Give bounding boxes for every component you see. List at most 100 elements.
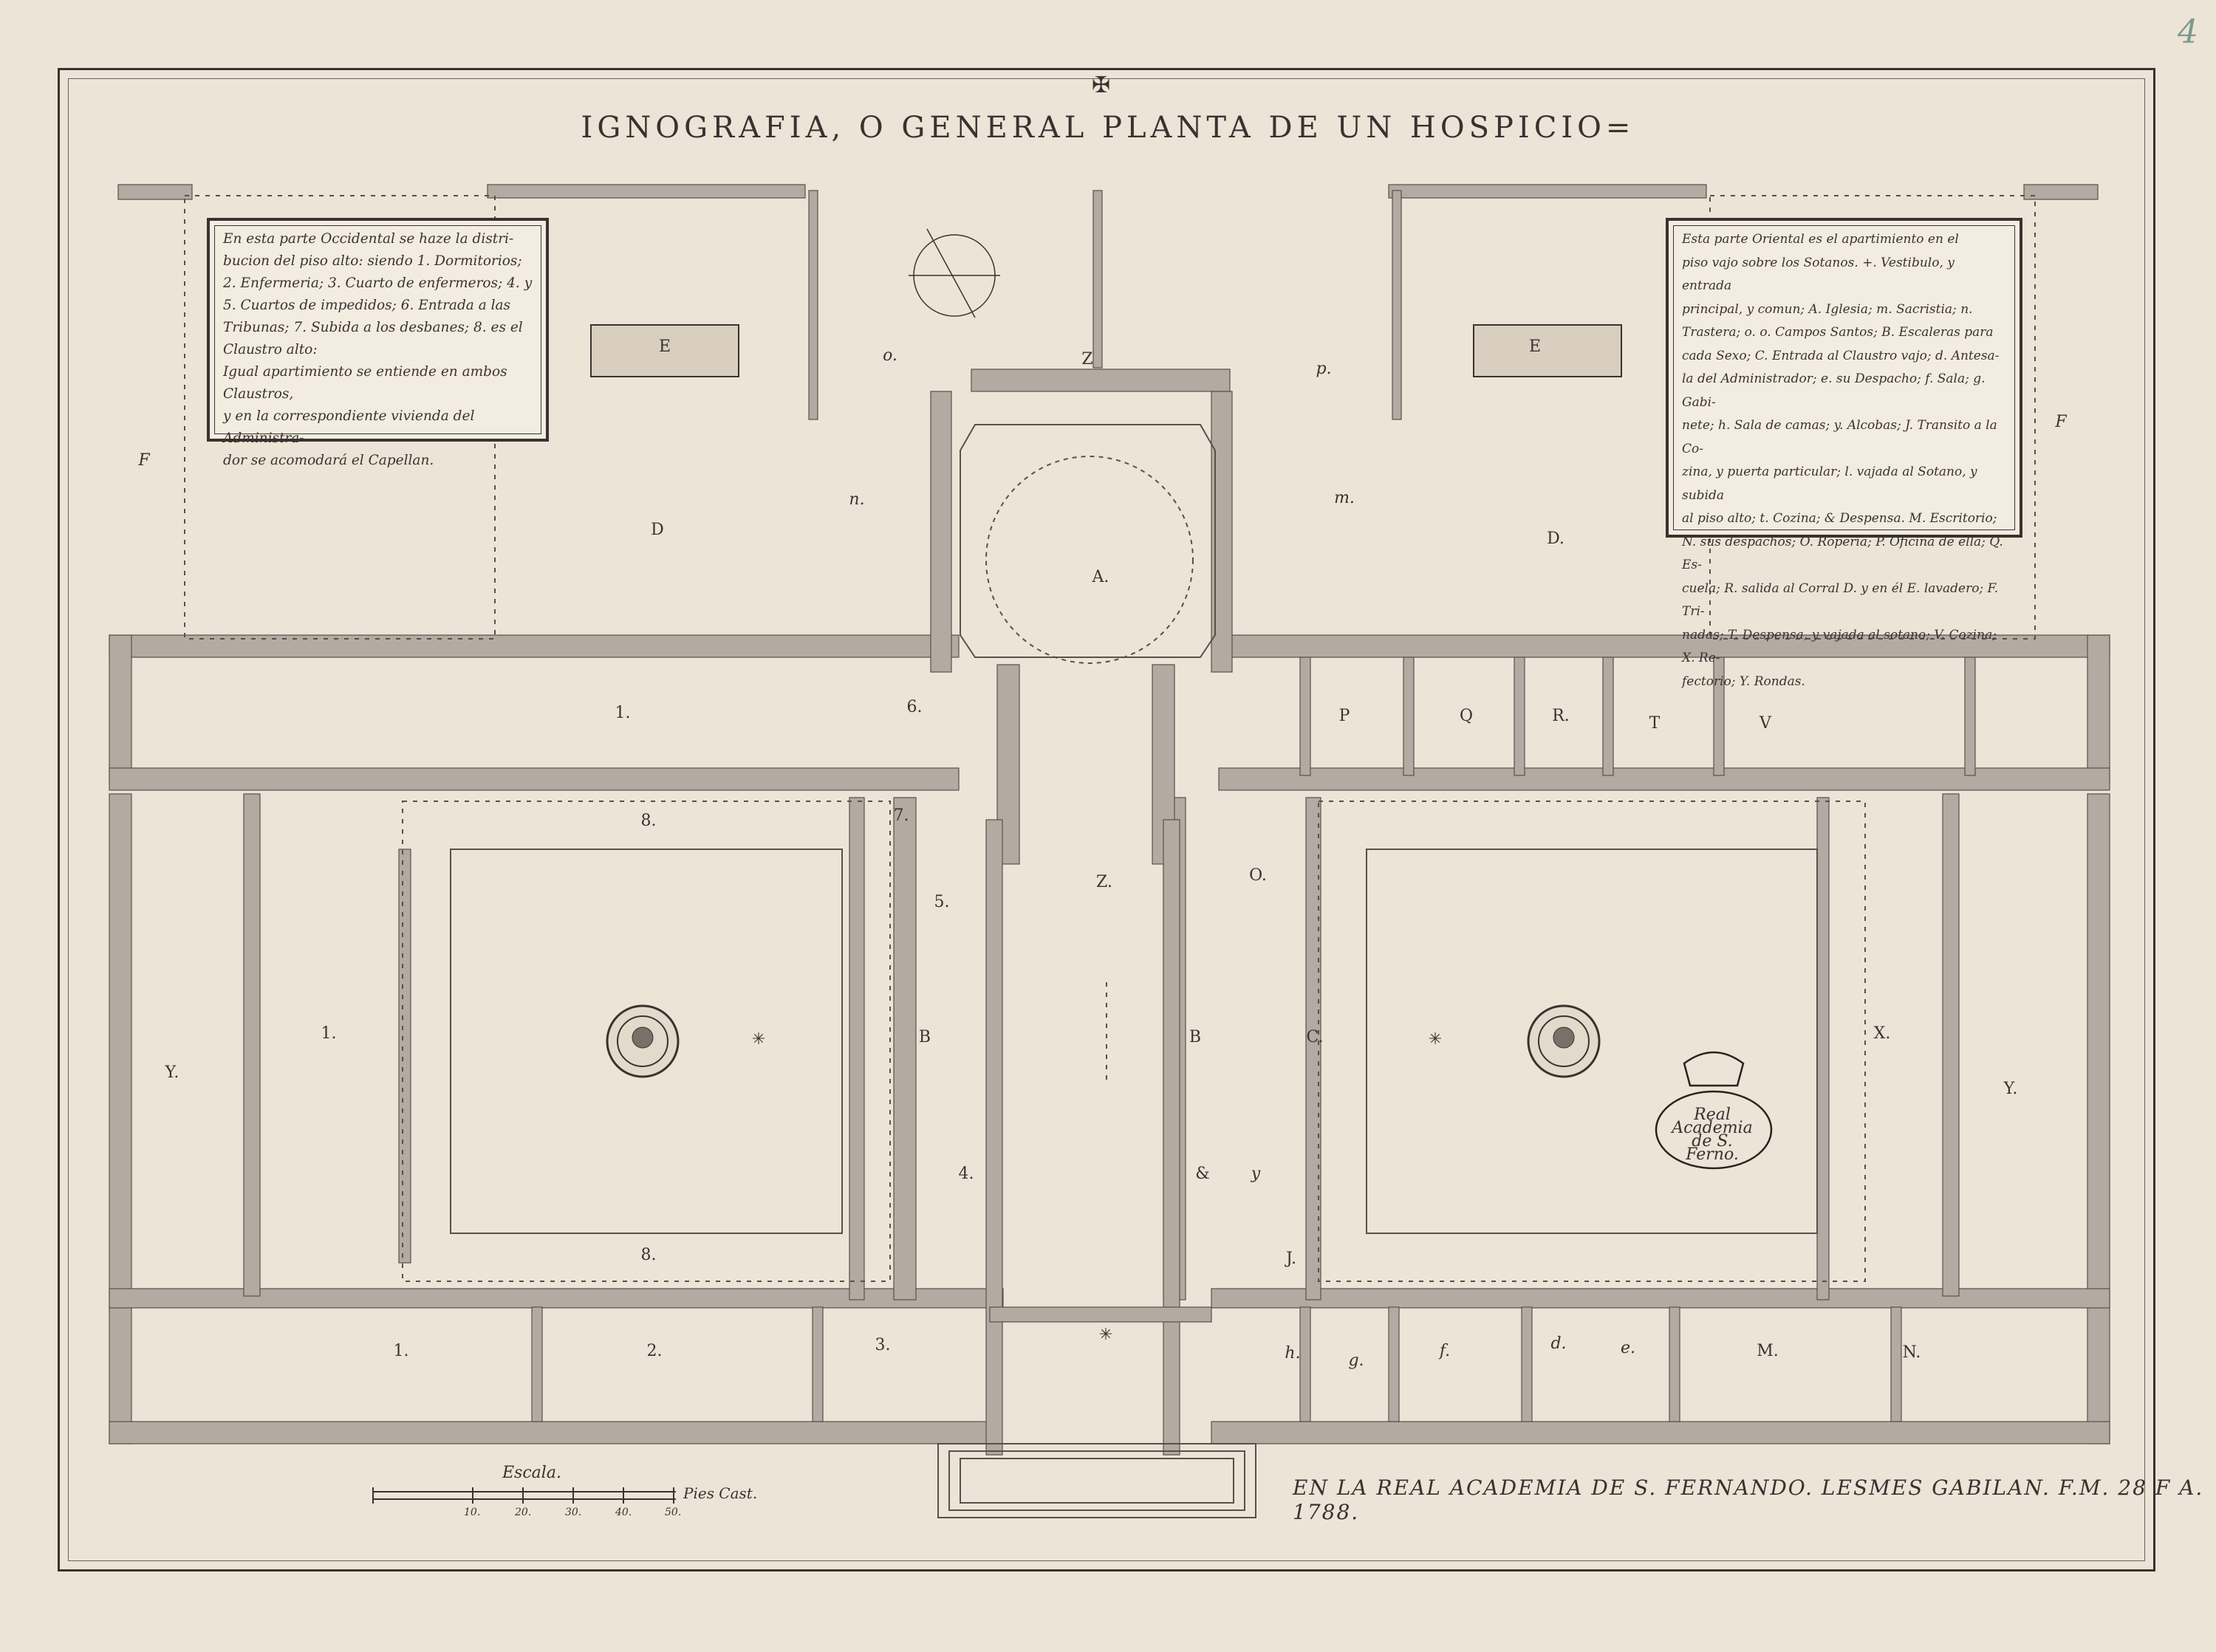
room-label-amp: & [1195, 1165, 1210, 1183]
east-fountain [1527, 1004, 1601, 1078]
room-label-m: m. [1334, 489, 1355, 507]
wall-north-court-west [109, 634, 960, 658]
lavadero-east [1473, 324, 1622, 377]
wall-east [2087, 793, 2110, 1444]
west-cloister [450, 849, 843, 1234]
room-label-r: R. [1552, 707, 1570, 725]
legend-east-line: la del Administrador; e. su Despacho; f.… [1682, 371, 1986, 410]
legend-east: Esta parte Oriental es el apartimiento e… [1666, 218, 2022, 689]
legend-east-line: al piso alto; t. Cozina; & Despensa. M. … [1682, 511, 1997, 526]
room-label-1-bottom: 1. [394, 1342, 409, 1360]
legend-west-line: 5. Cuartos de impedidos; 6. Entrada a la… [223, 298, 511, 313]
legend-east-line: zina, y puerta particular; l. vajada al … [1682, 465, 1977, 503]
legend-west-line: Tribunas; 7. Subida a los desbanes; 8. e… [223, 320, 523, 335]
legend-west: En esta parte Occidental se haze la dist… [207, 218, 549, 468]
room-label-x: X. [1874, 1024, 1891, 1043]
author-signature: EN LA REAL ACADEMIA DE S. FERNANDO. LESM… [1293, 1476, 2204, 1524]
room-label-n-big: N. [1903, 1343, 1921, 1362]
seal-line-2: Academia [1670, 1119, 1752, 1137]
lavadero-west [590, 324, 739, 377]
room-label-e-east: E [1529, 337, 1541, 356]
legend-east-line: piso vajo sobre los Sotanos. +. Vestibul… [1682, 255, 1955, 294]
scale-tick-10: 10. [464, 1507, 481, 1518]
room-label-4: 4. [959, 1165, 974, 1183]
outer-frame [58, 68, 2155, 1572]
seal-line-1: Real [1693, 1106, 1731, 1124]
legend-east-line: principal, y comun; A. Iglesia; m. Sacri… [1682, 301, 1973, 317]
room-label-c: C. [1306, 1028, 1323, 1046]
legend-east-line: cada Sexo; C. Entrada al Claustro vajo; … [1682, 348, 2000, 363]
west-cloister-star-icon: ✳ [752, 1030, 765, 1049]
room-label-1-left: 1. [321, 1024, 337, 1043]
room-label-d-small: d. [1550, 1334, 1566, 1353]
room-label-6: 6. [907, 698, 923, 716]
legend-west-line: dor se acomodará el Capellan. [223, 453, 434, 468]
legend-west-line: 2. Enfermeria; 3. Cuarto de enfermeros; … [223, 275, 533, 291]
plan-title: IGNOGRAFIA, O GENERAL PLANTA DE UN HOSPI… [581, 111, 1635, 145]
wall-south-west [109, 1421, 996, 1444]
room-label-f-small: f. [1438, 1342, 1450, 1360]
seal-line-3: de S. [1692, 1132, 1732, 1151]
room-label-5: 5. [934, 893, 950, 911]
room-label-o-big: O. [1249, 866, 1267, 885]
west-fountain [606, 1004, 680, 1078]
room-label-m-big: M. [1757, 1342, 1779, 1360]
room-label-2-bottom: 2. [647, 1342, 663, 1360]
room-label-v: V [1759, 714, 1772, 733]
legend-east-line: Esta parte Oriental es el apartimiento e… [1682, 232, 1959, 247]
room-label-j: J. [1285, 1250, 1296, 1268]
scale-tick-50: 50. [665, 1507, 682, 1518]
room-label-b-west: B [919, 1028, 931, 1046]
room-label-y-west: Y. [165, 1063, 179, 1082]
room-label-7: 7. [894, 806, 909, 825]
east-cloister-star-icon: ✳ [1429, 1030, 1442, 1049]
legend-east-line: N. sus despachos; O. Roperia; P. Oficina… [1682, 534, 2003, 573]
scale-bar [372, 1487, 676, 1504]
room-label-e-small: e. [1621, 1339, 1635, 1357]
room-label-z-north: Z [1081, 350, 1092, 369]
vestibule-star-icon: ✳ [1099, 1326, 1112, 1344]
wall-west [109, 793, 132, 1444]
room-label-y-small: y [1251, 1165, 1261, 1183]
legend-east-line: fectorio; Y. Rondas. [1682, 674, 1805, 689]
academy-seal [1655, 1051, 1773, 1170]
wall-west-block [109, 634, 132, 784]
wall-east-block [2087, 634, 2110, 784]
seal-line-4: Ferno. [1685, 1145, 1739, 1164]
legend-east-line: nadas; T. Despensa, y vajada al sotano; … [1682, 627, 1997, 666]
room-label-d-east: D. [1547, 529, 1564, 548]
room-label-q: Q [1460, 707, 1473, 725]
scale-tick-20: 20. [515, 1507, 532, 1518]
room-label-h: h. [1285, 1344, 1300, 1363]
legend-west-line: Claustro alto: [223, 342, 318, 357]
church-nave [960, 424, 1216, 664]
legend-east-line: nete; h. Sala de camas; y. Alcobas; J. T… [1682, 418, 1997, 456]
room-label-e-west: E [659, 337, 671, 356]
legend-west-line: En esta parte Occidental se haze la dist… [223, 231, 514, 247]
legend-east-line: cuela; R. salida al Corral D. y en él E.… [1682, 580, 1999, 620]
legend-west-line: Igual apartimiento se entiende en ambos … [223, 364, 507, 402]
scale-tick-30: 30. [565, 1507, 582, 1518]
room-label-1-top: 1. [615, 704, 631, 722]
legend-west-line: y en la correspondiente vivienda del Adm… [223, 408, 475, 446]
wall-south-east [1211, 1421, 2110, 1444]
room-label-3-bottom: 3. [875, 1336, 891, 1354]
compass-rose-icon [909, 228, 1000, 318]
inner-frame [68, 78, 2145, 1561]
cross-ornament-icon: ✠ [1092, 72, 1111, 98]
room-label-b-east: B [1189, 1028, 1201, 1046]
room-label-8-top: 8. [641, 812, 657, 830]
room-label-p: p. [1316, 360, 1331, 378]
room-label-8-bottom: 8. [641, 1246, 657, 1264]
room-label-p-cap: P [1339, 707, 1350, 725]
room-label-church: A. [1092, 568, 1109, 586]
room-label-d-west: D [651, 521, 664, 539]
east-cloister [1366, 849, 1818, 1234]
scale-title: Escala. [502, 1464, 561, 1482]
room-label-t: T [1649, 714, 1661, 733]
room-label-g: g. [1348, 1351, 1364, 1370]
page-number: 4 [2178, 13, 2198, 51]
scale-tick-40: 40. [615, 1507, 632, 1518]
